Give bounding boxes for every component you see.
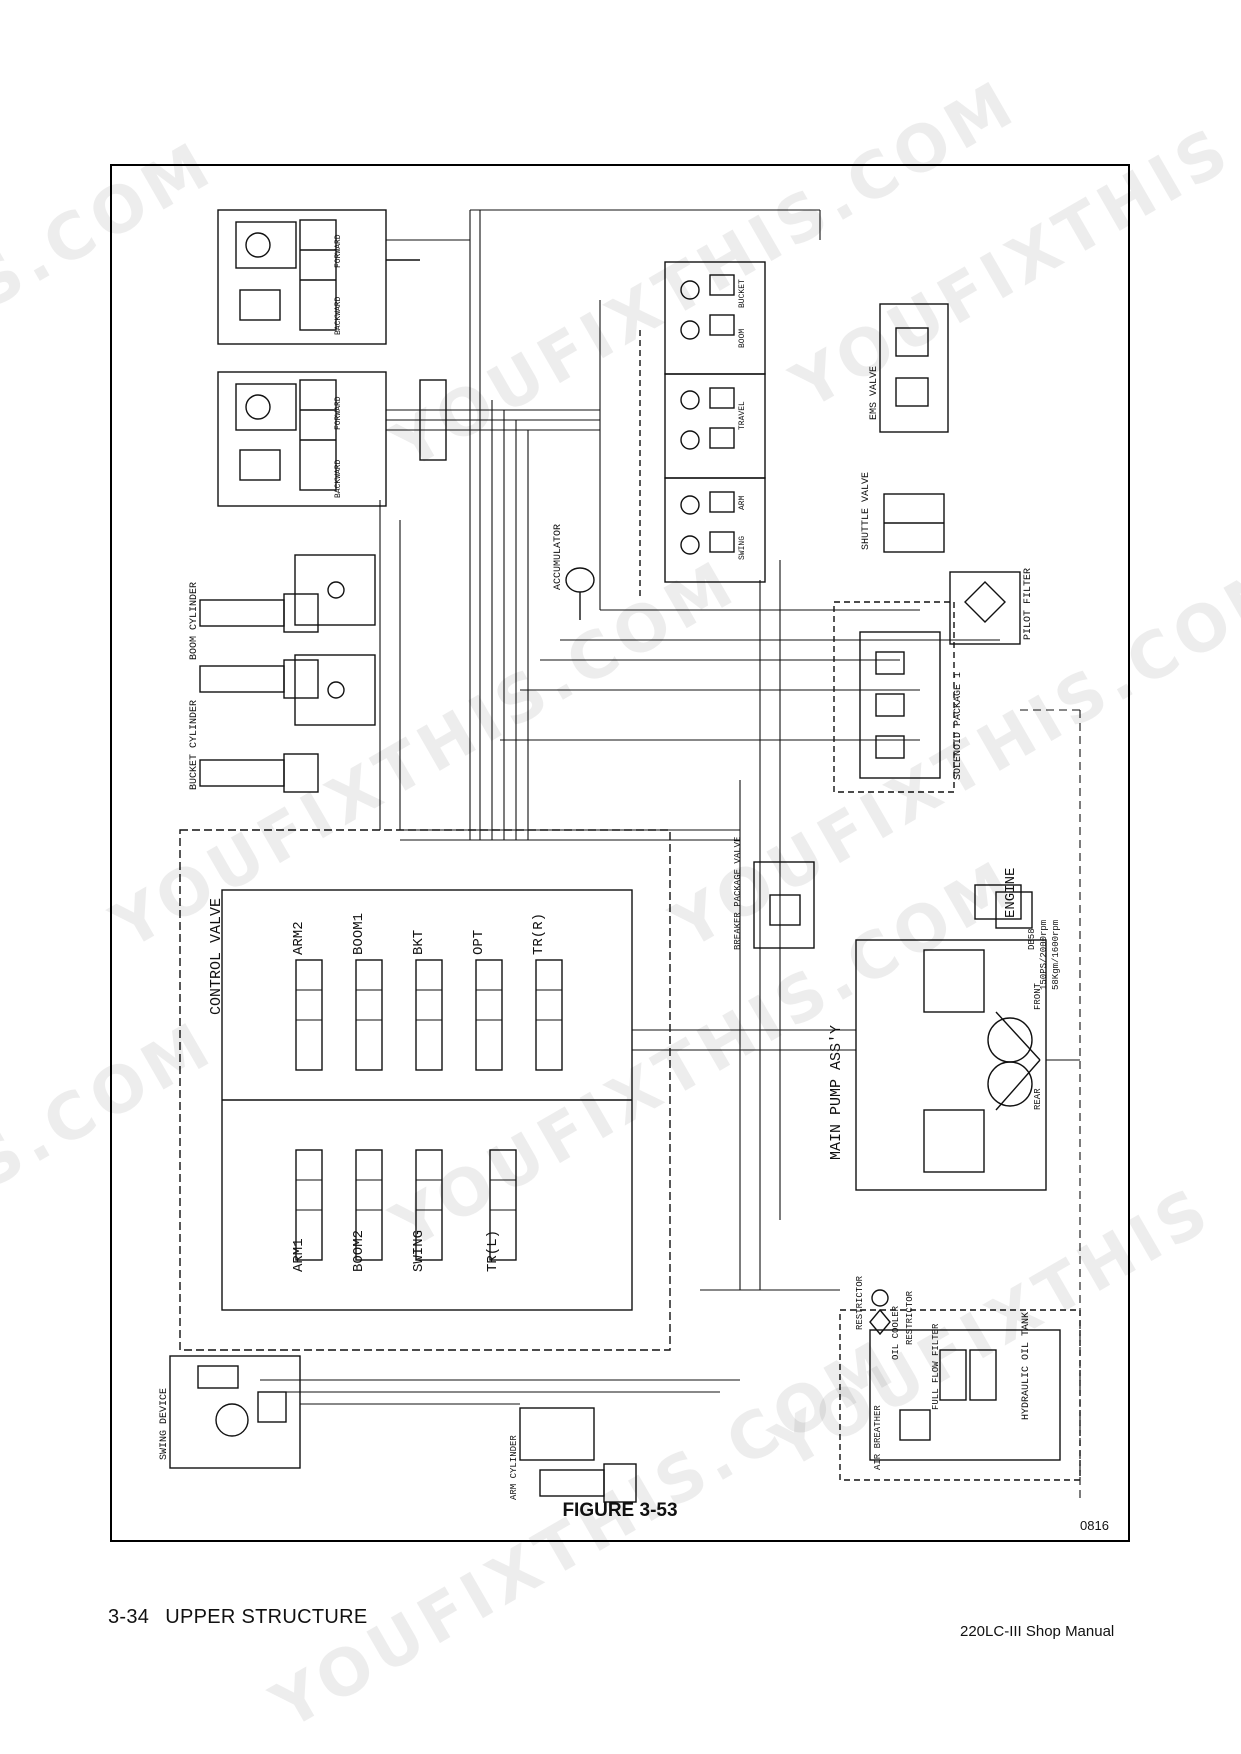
oil-cooler-symbol — [869, 1308, 891, 1336]
label-tr-r: TR(R) — [531, 913, 547, 955]
accumulator — [565, 567, 595, 620]
label-boom-pv: BOOM — [738, 329, 747, 348]
label-engine-spec-3: 58Kgm/1600rpm — [1051, 920, 1061, 990]
page-number: 3-34 — [108, 1606, 150, 1628]
label-engine: ENGINE — [1003, 868, 1019, 918]
label-ems-valve: EMS VALVE — [869, 366, 880, 420]
label-pilot-filter: PILOT FILTER — [1023, 568, 1034, 640]
label-solenoid-package: SOLENOID PACKAGE 1 — [953, 672, 964, 780]
breaker-package-valve — [753, 861, 815, 949]
label-full-flow-filter: FULL FLOW FILTER — [931, 1323, 941, 1410]
label-boom-cylinder: BOOM CYLINDER — [189, 582, 200, 660]
label-arm-cylinder: ARM CYLINDER — [509, 1435, 519, 1500]
shuttle-valve — [883, 493, 945, 553]
bucket-cylinder — [199, 753, 319, 793]
label-backward-mid: BACKWARD — [334, 459, 343, 498]
restrictor-1-symbol — [871, 1289, 889, 1307]
label-main-pump: MAIN PUMP ASS'Y — [828, 1025, 845, 1160]
label-air-breather: AIR BREATHER — [873, 1405, 883, 1470]
engine-box — [974, 884, 1022, 920]
pilot-valve-bucket-boom — [664, 261, 766, 375]
arm-cylinder-symbol — [519, 1407, 637, 1503]
label-bucket-cylinder: BUCKET CYLINDER — [189, 700, 200, 790]
label-travel-pv: TRAVEL — [738, 401, 747, 430]
travel-motor-right — [217, 209, 420, 345]
page-footer-left: 3-34 UPPER STRUCTURE — [108, 1606, 368, 1629]
pilot-valve-arm-swing — [664, 477, 766, 583]
label-rear: REAR — [1033, 1088, 1043, 1110]
label-front: FRONT — [1033, 982, 1043, 1010]
hydraulic-tank — [839, 1309, 1081, 1481]
label-arm-pv: ARM — [738, 495, 747, 510]
label-swing: SWING — [411, 1230, 427, 1272]
schematic-frame — [110, 164, 1130, 1542]
label-oil-cooler: OIL COOLER — [891, 1305, 901, 1360]
label-tr-l: TR(L) — [485, 1230, 501, 1272]
label-swing-pv: SWING — [738, 536, 747, 560]
label-boom1: BOOM1 — [351, 913, 367, 955]
ems-valve — [879, 303, 949, 433]
figure-code: 0816 — [1080, 1518, 1109, 1533]
label-swing-device: SWING DEVICE — [159, 1388, 170, 1460]
travel-motor-left — [217, 371, 387, 507]
label-arm1: ARM1 — [291, 1238, 307, 1272]
label-restrictor-2: RESTRICTOR — [905, 1290, 915, 1345]
label-opt: OPT — [471, 930, 487, 955]
label-hydraulic-oil-tank: HYDRAULIC OIL TANK — [1021, 1312, 1032, 1420]
section-title: UPPER STRUCTURE — [165, 1606, 368, 1628]
control-valve-body — [179, 829, 671, 1351]
label-engine-spec-1: DB58 — [1027, 928, 1037, 950]
label-forward-top: FORWARD — [334, 234, 343, 268]
pilot-valve-travel — [664, 373, 766, 479]
label-backward-top: BACKWARD — [334, 296, 343, 335]
label-control-valve: CONTROL VALVE — [208, 898, 225, 1015]
label-boom2: BOOM2 — [351, 1230, 367, 1272]
figure-caption: FIGURE 3-53 — [562, 1500, 678, 1521]
label-arm2: ARM2 — [291, 921, 307, 955]
label-forward-mid: FORWARD — [334, 396, 343, 430]
label-bkt: BKT — [411, 930, 427, 955]
label-restrictor-1: RESTRICTOR — [855, 1275, 865, 1330]
label-bucket-pv: BUCKET — [738, 279, 747, 308]
swing-device — [169, 1355, 301, 1469]
main-pump — [855, 891, 1047, 1191]
pilot-filter — [949, 571, 1021, 645]
label-shuttle-valve: SHUTTLE VALVE — [861, 472, 872, 550]
label-accumulator: ACCUMULATOR — [553, 524, 564, 590]
label-breaker-package: BREAKER PACKAGE VALVE — [733, 837, 743, 950]
solenoid-package — [833, 601, 955, 793]
boom-cylinders — [199, 554, 376, 726]
manual-title: 220LC-III Shop Manual — [960, 1623, 1115, 1640]
label-engine-spec-2: 150PS/2000rpm — [1039, 920, 1049, 990]
